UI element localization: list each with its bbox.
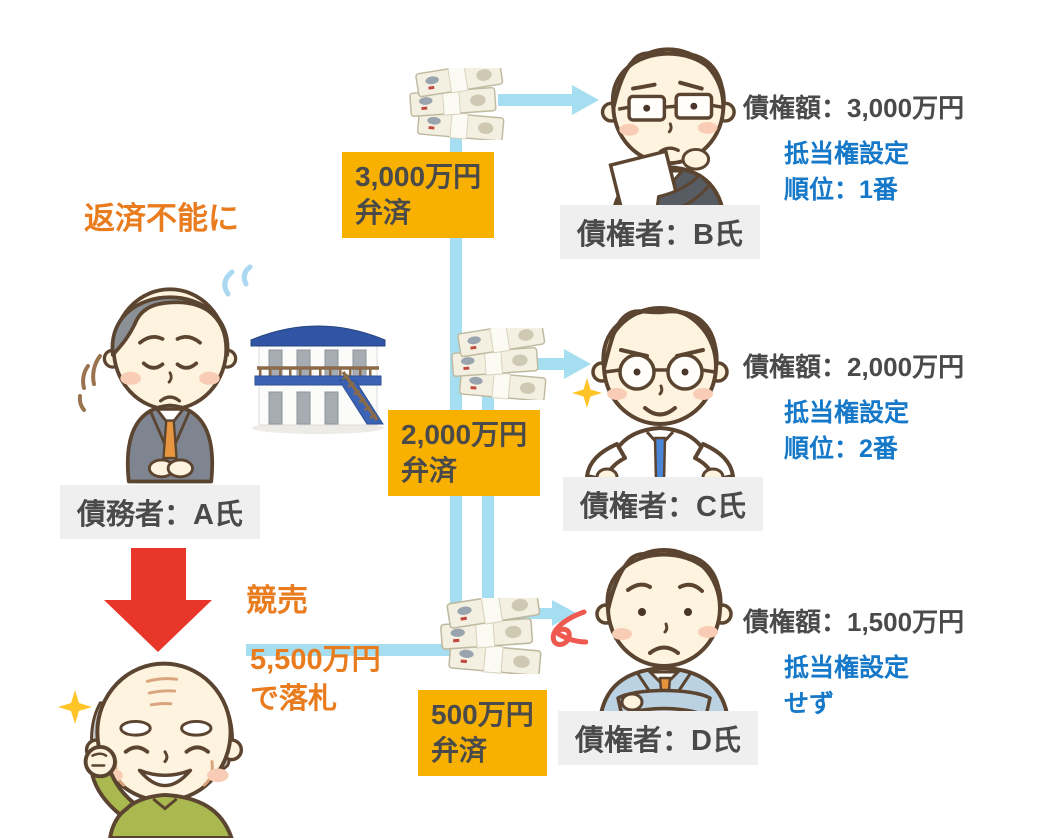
arrow-to-b-shaft [498, 94, 574, 106]
creditor-d-label: 債権者：D氏 [558, 711, 758, 765]
payment-d-word: 弁済 [431, 734, 488, 766]
creditor-c-info: 債権額：2,000万円 抵当権設定 順位：2番 [743, 347, 964, 467]
apartment-building-icon [250, 325, 386, 434]
creditor-c-mortgage-line1: 抵当権設定 [784, 399, 910, 427]
repayment-impossible-label: 返済不能に [84, 201, 239, 236]
payment-b-amount: 3,000万円 [355, 161, 482, 192]
winning-bidder-character [83, 661, 244, 838]
creditor-b-label: 債権者：B氏 [560, 205, 760, 259]
payment-c-amount: 2,000万円 [401, 419, 528, 450]
arrow-to-c-icon [564, 349, 591, 379]
red-down-arrow-icon [131, 548, 186, 601]
winning-bid-word: で落札 [250, 683, 338, 716]
winning-bid-label: 5,500万円 で落札 [250, 641, 381, 719]
payment-box-b: 3,000万円 弁済 [342, 152, 495, 238]
auction-proceeds-line [246, 644, 456, 656]
payment-c-word: 弁済 [401, 454, 458, 486]
debtor-a-label: 債務者：A氏 [60, 485, 260, 539]
red-squiggle-icon [550, 609, 588, 647]
arrow-to-b-icon [572, 85, 599, 115]
creditor-c-label: 債権者：C氏 [563, 477, 763, 531]
creditor-b-mortgage-line1: 抵当権設定 [784, 140, 910, 168]
creditor-c-mortgage-line2: 順位：2番 [784, 434, 898, 463]
debtor-a-character [102, 287, 238, 484]
sparkle-icon [58, 690, 92, 724]
payment-d-amount: 500万円 [431, 699, 534, 730]
auction-label: 競売 [246, 583, 308, 618]
payment-box-d: 500万円 弁済 [418, 690, 547, 776]
sweat-drops-icon [222, 264, 253, 297]
creditor-c-claim-amount: 債権額：2,000万円 [743, 352, 965, 382]
payment-b-word: 弁済 [355, 196, 412, 228]
creditor-d-character [595, 548, 733, 720]
red-down-arrowhead-icon [104, 600, 212, 652]
creditor-d-claim-amount: 債権額：1,500万円 [743, 607, 965, 637]
payment-box-c: 2,000万円 弁済 [388, 410, 541, 496]
creditor-c-character [585, 306, 735, 482]
money-stack-icon [440, 598, 542, 674]
creditor-d-info: 債権額：1,500万円 抵当権設定 せず [743, 602, 964, 722]
motion-lines-icon [77, 354, 102, 412]
money-stack-icon [409, 68, 505, 140]
creditor-b-info: 債権額：3,000万円 抵当権設定 順位：1番 [743, 88, 964, 208]
creditor-b-character [600, 47, 736, 228]
sparkle-icon [572, 378, 602, 408]
creditor-d-mortgage-line1: 抵当権設定 [784, 654, 910, 682]
winning-bid-amount: 5,500万円 [250, 644, 381, 676]
creditor-d-mortgage-line2: せず [784, 689, 835, 718]
creditor-b-mortgage-line2: 順位：1番 [784, 175, 898, 204]
money-stack-icon [451, 328, 547, 400]
creditor-b-claim-amount: 債権額：3,000万円 [743, 93, 965, 123]
